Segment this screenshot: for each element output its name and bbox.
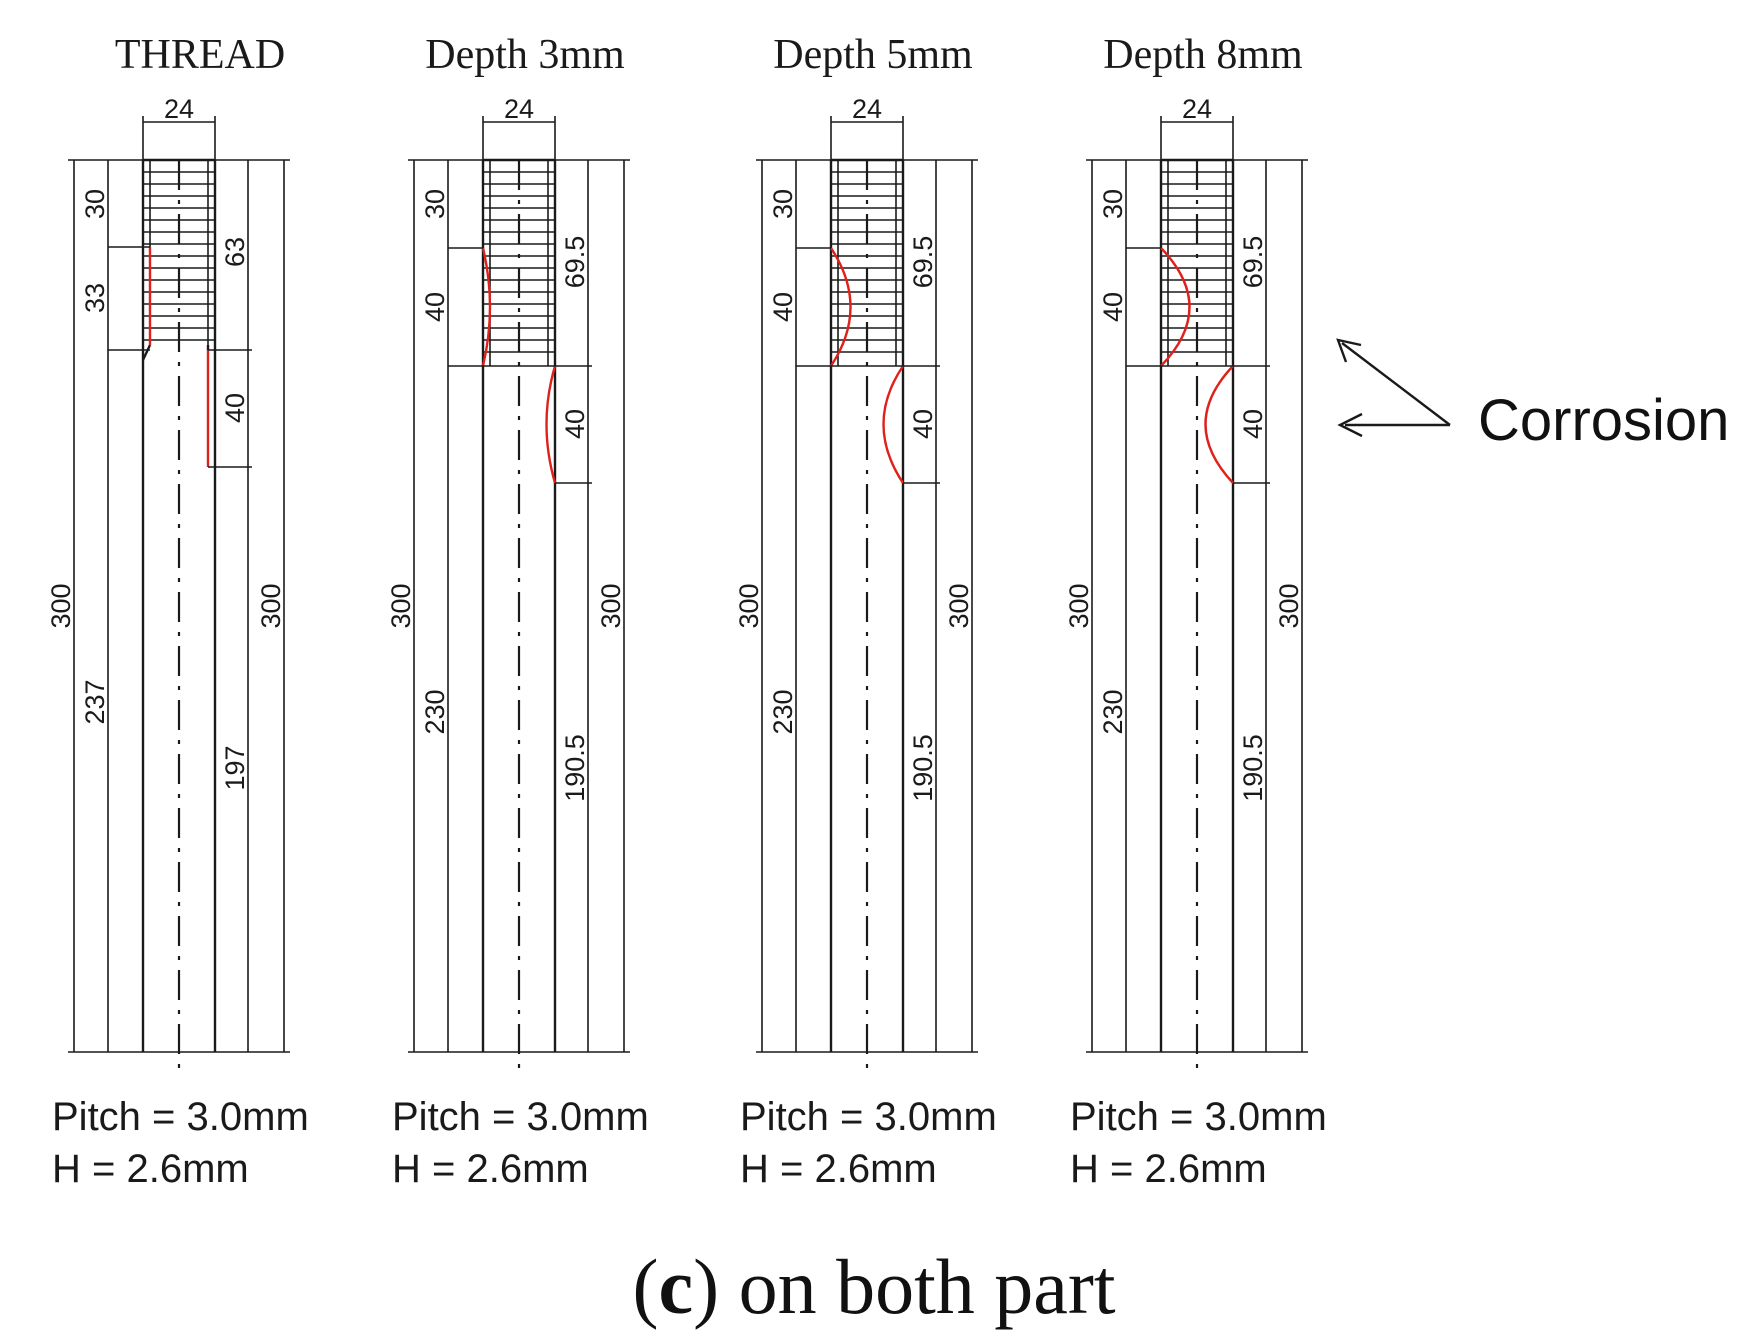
- dim-overall-right: 300: [596, 583, 626, 628]
- caption-letter: c: [658, 1243, 693, 1330]
- dim-a: 33: [80, 283, 110, 313]
- dim-width: 24: [164, 94, 194, 124]
- dim-overall-right: 300: [944, 583, 974, 628]
- dim-c: 40: [908, 409, 938, 439]
- dim-top: 30: [768, 189, 798, 219]
- dim-width: 24: [1182, 94, 1212, 124]
- panel-thread: THREAD 24: [46, 32, 309, 1191]
- dim-a: 40: [420, 292, 450, 322]
- panel-title: Depth 8mm: [1103, 32, 1303, 78]
- dim-overall-right: 300: [256, 583, 286, 628]
- dim-c: 40: [560, 409, 590, 439]
- dim-lower-right: 190.5: [1238, 734, 1268, 802]
- panel-depth-5mm: Depth 5mm 24 30 40: [734, 32, 997, 1191]
- dim-lower-left: 230: [768, 689, 798, 734]
- dim-lower-left: 237: [80, 679, 110, 724]
- dim-overall-left: 300: [1064, 583, 1094, 628]
- h-note: H = 2.6mm: [52, 1147, 249, 1191]
- corrosion-mark-lower: [882, 365, 905, 484]
- dim-lower-left: 230: [420, 689, 450, 734]
- panel-depth-3mm: Depth 3mm 24 30 40: [386, 32, 649, 1191]
- panel-title: Depth 3mm: [425, 32, 625, 78]
- arrow-up-icon: [1341, 342, 1451, 426]
- dim-c: 40: [220, 393, 250, 423]
- corrosion-annotation: Corrosion: [1336, 338, 1729, 453]
- dim-b: 69.5: [1238, 236, 1268, 289]
- thread-hatch: [1161, 160, 1233, 366]
- dim-top: 30: [1098, 189, 1128, 219]
- dim-lower-right: 190.5: [560, 734, 590, 802]
- dim-lower-right: 197: [220, 745, 250, 790]
- panel-title: THREAD: [115, 32, 285, 78]
- figure-caption: (c) on both part: [632, 1243, 1115, 1330]
- dim-lower-right: 190.5: [908, 734, 938, 802]
- dim-overall-right: 300: [1274, 583, 1304, 628]
- dim-c: 40: [1238, 409, 1268, 439]
- dim-a: 40: [1098, 292, 1128, 322]
- dim-top: 30: [80, 189, 110, 219]
- dim-overall-left: 300: [386, 583, 416, 628]
- corrosion-mark-upper: [1160, 247, 1191, 367]
- corrosion-mark-lower: [1204, 365, 1234, 484]
- panel-title: Depth 5mm: [773, 32, 973, 78]
- dim-b: 69.5: [908, 236, 938, 289]
- pitch-note: Pitch = 3.0mm: [392, 1095, 649, 1139]
- dim-a: 40: [768, 292, 798, 322]
- corrosion-mark-upper: [481, 247, 492, 367]
- caption-text: on both part: [739, 1243, 1116, 1330]
- svg-text:(c) on both part: (c) on both part: [632, 1243, 1115, 1330]
- dim-overall-left: 300: [46, 583, 76, 628]
- panel-depth-8mm: Depth 8mm 24 30 40: [1064, 32, 1327, 1191]
- dim-top: 30: [420, 189, 450, 219]
- dim-overall-left: 300: [734, 583, 764, 628]
- dim-width: 24: [852, 94, 882, 124]
- h-note: H = 2.6mm: [392, 1147, 589, 1191]
- h-note: H = 2.6mm: [740, 1147, 937, 1191]
- dim-b: 69.5: [560, 236, 590, 289]
- dim-lower-left: 230: [1098, 689, 1128, 734]
- corrosion-mark-lower: [545, 365, 557, 484]
- dim-width: 24: [504, 94, 534, 124]
- pitch-note: Pitch = 3.0mm: [740, 1095, 997, 1139]
- pitch-note: Pitch = 3.0mm: [52, 1095, 309, 1139]
- corrosion-label: Corrosion: [1478, 388, 1729, 453]
- pitch-note: Pitch = 3.0mm: [1070, 1095, 1327, 1139]
- h-note: H = 2.6mm: [1070, 1147, 1267, 1191]
- corrosion-mark-upper: [829, 247, 852, 367]
- dim-b: 63: [220, 237, 250, 267]
